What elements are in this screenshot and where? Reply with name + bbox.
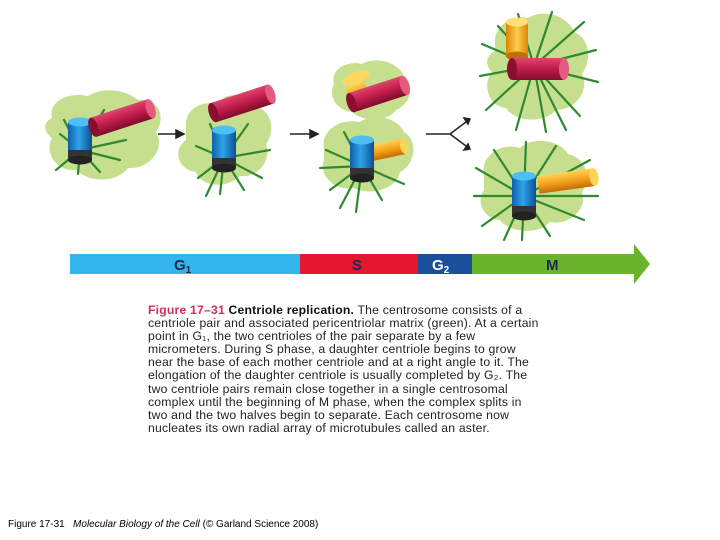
daughter-centriole-orange-4b [537,168,599,194]
footer-book-title: Molecular Biology of the Cell [73,519,200,530]
phase-bar-g1 [70,254,300,274]
phase-label-g2: G2 [432,257,450,276]
phase-label-g1: G1 [174,257,192,276]
daughter-centriole-2 [208,84,276,123]
stage-2-centrosome [178,84,276,198]
mother-centriole-1 [68,117,92,165]
stage-3-centrosome [318,60,414,214]
daughter-bud-orange-3b [366,138,409,162]
mother-centriole-red-3 [346,75,410,113]
phase-label-s: S [352,257,362,274]
fork-arrow [426,116,472,152]
figure-body-text: The centrosome consists of a centriole p… [148,303,539,435]
daughter-centriole-orange-4a [506,17,528,61]
mother-centriole-red-4a [507,58,569,80]
mother-centriole-blue-4b [512,171,536,221]
figure-title: Centriole replication. [228,303,355,317]
footer-citation: Figure 17-31 Molecular Biology of the Ce… [8,519,318,530]
mother-centriole-2 [212,125,236,173]
arrow-2 [290,128,320,140]
mother-centriole-blue-3 [350,135,374,183]
phase-bar-g2 [418,254,472,274]
aster-lower [472,140,600,242]
stage-1-centrosome [45,90,161,180]
arrow-1 [158,128,186,140]
phase-label-m: M [546,257,559,274]
timeline-arrowhead [634,244,650,284]
phase-bar-s [300,254,418,274]
figure-number: Figure 17–31 [148,303,225,317]
footer-copyright: (© Garland Science 2008) [202,519,319,530]
footer-figure-ref: Figure 17-31 [8,519,65,530]
aster-upper [478,10,600,134]
cell-cycle-timeline: G1 S G2 M [70,244,650,284]
phase-bar-m [472,254,636,274]
figure-caption: Figure 17–31 Centriole replication. The … [148,303,540,435]
daughter-centriole-1 [88,99,156,137]
